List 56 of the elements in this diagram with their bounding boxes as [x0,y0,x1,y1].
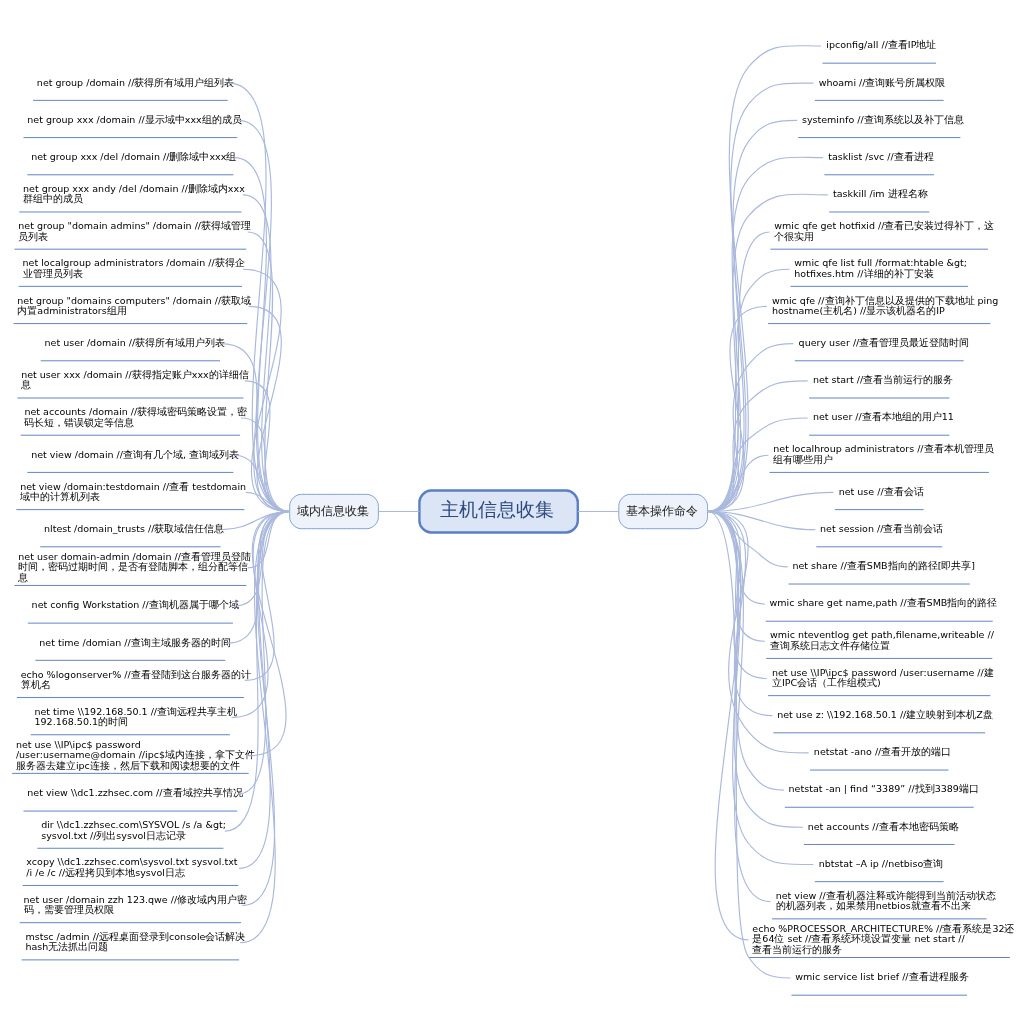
node-text: netstat -ano //查看开放的端口 [813,746,952,758]
node-text: dir \\dc1.zzhsec.com\SYSVOL /s /a &gt; sysvol.txt //列出sysvol日志记录 [41,819,226,841]
node-text: whoami //查询账号所属权限 [818,76,946,88]
node-text: net user /domain zzh 123.qwe //修改域内用户密码，需要管理员权限 [23,893,248,916]
node-text: wmic qfe list full /format:htable &gt; hotfixes.htm //详细的补丁安装 [794,257,967,279]
node-text: echo %PROCESSOR_ARCHITECTURE% //查看系统是32还是64位 set //查看系统环境设置变量 net start //查看当前运行的服务 [752,922,1015,955]
node-text: tasklist /svc //查看进程 [828,150,934,162]
node-text: systeminfo //查询系统以及补丁信息 [801,113,964,125]
node-text: net group xxx andy /del /domain //删除域内xxx 群组中的成员 [23,182,245,205]
node-text: nltest /domain_trusts //获取域信任信息 [44,523,225,535]
node-text: net user domain-admin /domain //查看管理员登陆时间，密码过期时间，是否有登陆脚本，组分配等信息 [18,550,251,583]
node-text: net accounts /domain //获得域密码策略设置，密码长短，错误锁定等信息 [24,406,248,428]
node-text: echo %logonserver% //查看登陆到这台服务器的计算机名 [20,668,251,691]
connector [706,510,792,979]
node-text: net time \\192.168.50.1 //查询远程共享主机192.168.50.1的时间 [34,705,238,728]
node-text: net time /domian //查询主域服务器的时间 [39,636,231,648]
node-text: net view /domain:testdomain //查看 testdomain域中的计算机列表 [20,480,247,503]
node-text: net view //查看机器注释或许能得到当前活动状态的机器列表，如果禁用netbios就查看不出来 [775,889,996,912]
node-text: wmic qfe //查询补丁信息以及提供的下载地址 ping hostname(主机名) //显示该机器名的IP [771,294,999,317]
node-text: wmic nteventlog get path,filename,writeable //查询系统日志文件存储位置 [770,629,994,651]
node-text: net config Workstation //查询机器属于哪个域 [31,599,239,611]
node-text: net share //查看SMB指向的路径[即共享] [792,560,976,572]
node-text: net user xxx /domain //获得指定账户xxx的详细信息 [21,368,249,391]
connector [377,510,420,513]
node-box: 主机信息收集 [418,489,579,534]
node-text: net use //查看会话 [838,485,924,497]
node-text: net localhroup administrators //查看本机管理员组有哪些用户 [773,443,994,465]
connector [577,510,620,513]
node-text: net group "domains computers" /domain //获取域内置administrators组用 [17,294,252,317]
node-text: wmic qfe get hotfixid //查看已安装过得补丁，这个很实用 [774,220,995,242]
node-text: net localgroup administrators /domain //获得企业管理员列表 [22,257,245,279]
node-text: net accounts //查看本地密码策略 [807,820,959,832]
node-box: 基本操作命令 [618,493,708,530]
node-text: xcopy \\dc1.zzhsec.com\sysvol.txt sysvol.txt /i /e /c //远程拷贝到本地sysvol日志 [26,856,238,878]
node-text: net group xxx /del /domain //删除域中xxx组 [31,150,237,162]
node-text: query user //查看管理员最近登陆时间 [798,337,970,349]
node-box: 域内信息收集 [289,493,379,530]
node-text: nbtstat –A ip //netbiso查询 [818,857,944,869]
node-text: net use \\IP\ipc$ password /user:username //建立IPC会话（工作组模式) [771,666,994,689]
node-text: net user /domain //获得所有域用户列表 [44,337,226,349]
node-text: wmic service list brief //查看进程服务 [795,971,969,983]
node-text: mstsc /admin //远程桌面登录到console会话解决hash无法抓出问题 [25,930,246,953]
node-text: net use z: \\192.168.50.1 //建立映射到本机Z盘 [777,709,993,721]
node-text: netstat -an | find “3389” //找到3389端口 [788,783,979,795]
node-text: net user //查看本地组的用户11 [812,411,954,423]
node-text: net view \\dc1.zzhsec.com //查看域控共享情况 [27,787,243,799]
node-text: net group "domain admins" /domain //获得域管理员列表 [18,220,252,242]
node-text: taskkill /im 进程名称 [832,188,928,200]
node-text: net group /domain //获得所有域用户组列表 [36,76,235,88]
node-text: wmic share get name,path //查看SMB指向的路径 [769,597,998,609]
node-text: net session //查看当前会话 [820,523,944,535]
node-text: net view /domain //查询有几个域, 查询域列表 [31,448,240,460]
node-text: net group xxx /domain //显示域中xxx组的成员 [27,113,242,125]
node-text: net use \\IP\ipc$ password /user:username@domain //ipc$域内连接，拿下文件服务器去建立ipc连接，然后下载和阅读想要的文件 [15,738,256,771]
node-text: ipconfig/all //查看IP地址 [826,39,937,51]
node-text: net start //查看当前运行的服务 [812,374,954,386]
